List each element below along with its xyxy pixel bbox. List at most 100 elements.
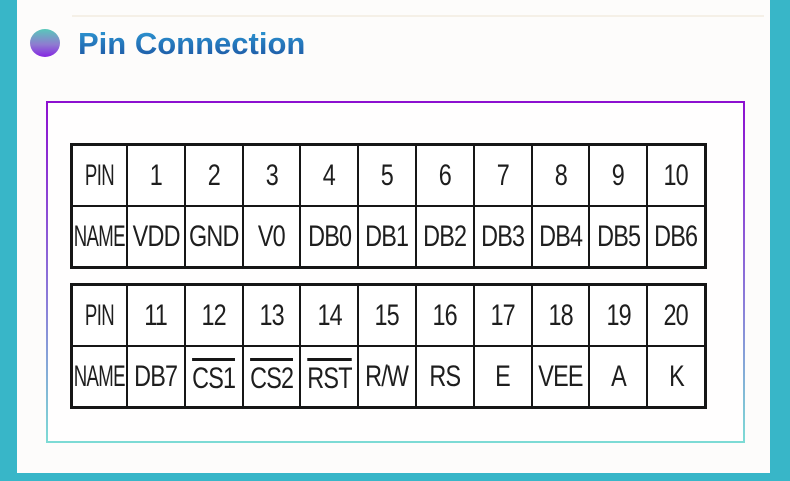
pin-header-label: PIN [84, 299, 115, 332]
pin-number: 10 [663, 159, 689, 192]
pin-name-cell: DB2 [414, 207, 473, 266]
pin-number: 16 [432, 299, 458, 332]
pin-row: PIN 1 2 3 4 5 6 7 8 9 10 [73, 146, 704, 205]
pin-name-cell: DB7 [126, 347, 184, 406]
name-header-cell: NAME [73, 347, 126, 406]
pin-number-cell: 7 [472, 146, 531, 205]
pin-row: PIN 11 12 13 14 15 16 17 18 19 20 [73, 286, 704, 345]
pin-number: 15 [374, 299, 400, 332]
pin-number: 2 [207, 159, 221, 192]
pin-name: E [495, 360, 511, 393]
pin-number: 20 [663, 299, 689, 332]
pin-name-cell: K [646, 347, 704, 406]
pin-number: 17 [490, 299, 515, 332]
pin-name-cell: VDD [126, 207, 184, 266]
pin-name: CS1 [192, 358, 236, 395]
pin-number: 14 [317, 299, 342, 332]
pin-number-cell: 8 [530, 146, 589, 205]
pin-name: DB3 [481, 220, 525, 253]
pin-name: DB7 [134, 360, 178, 393]
pin-name-cell: E [472, 347, 531, 406]
pin-header-cell: PIN [73, 286, 126, 345]
pin-number-cell: 15 [357, 286, 415, 345]
pin-number-cell: 12 [183, 286, 242, 345]
pin-name-cell: VEE [530, 347, 589, 406]
pin-name: K [668, 360, 685, 393]
pin-name: V0 [257, 220, 286, 253]
name-header-label: NAME [73, 220, 126, 253]
pin-number-cell: 14 [299, 286, 357, 345]
pin-number-cell: 6 [414, 146, 473, 205]
pin-name: R/W [365, 360, 410, 393]
pin-name: DB4 [538, 220, 583, 253]
pin-name: DB2 [423, 220, 467, 253]
pin-number-cell: 17 [472, 286, 531, 345]
page-title: Pin Connection [78, 26, 306, 61]
pin-name-cell: R/W [357, 347, 415, 406]
pin-number-cell: 3 [241, 146, 300, 205]
pin-number: 8 [554, 159, 567, 192]
pin-name: GND [188, 220, 239, 253]
pin-name-cell: RS [414, 347, 473, 406]
pin-number: 6 [438, 159, 452, 192]
pin-header-cell: PIN [73, 146, 126, 205]
pin-number: 4 [323, 159, 336, 192]
pin-number-cell: 2 [183, 146, 242, 205]
pin-name-cell: V0 [241, 207, 300, 266]
pin-number: 18 [548, 299, 573, 332]
pin-name: CS2 [249, 358, 294, 395]
pin-name: DB1 [365, 220, 409, 253]
pin-number-cell: 5 [357, 146, 415, 205]
pin-number-cell: 1 [126, 146, 184, 205]
pin-name: DB5 [596, 220, 641, 253]
pin-number-cell: 4 [299, 146, 357, 205]
pin-number: 3 [265, 159, 278, 192]
pin-number-cell: 18 [530, 286, 589, 345]
section-header: Pin Connection [0, 0, 790, 90]
pin-name-cell: DB6 [646, 207, 704, 266]
pin-name-cell: DB0 [299, 207, 357, 266]
pin-name-cell: DB5 [588, 207, 646, 266]
pin-number: 12 [201, 299, 226, 332]
pin-name-cell: A [588, 347, 646, 406]
gradient-dot-icon [30, 29, 60, 57]
pin-name-cell: CS1 [183, 347, 242, 406]
pin-name-cell: RST [299, 347, 357, 406]
pin-name: RS [429, 360, 461, 393]
pin-number-cell: 10 [646, 146, 704, 205]
pin-name-cell: GND [183, 207, 242, 266]
pin-number-cell: 11 [126, 286, 184, 345]
top-hairline [72, 15, 764, 17]
pin-number: 19 [606, 299, 631, 332]
frame-right-bar [770, 0, 790, 481]
pin-name: A [610, 360, 627, 393]
pin-number: 9 [612, 159, 625, 192]
pin-name: DB6 [654, 220, 698, 253]
pin-name: VEE [538, 360, 583, 393]
name-header-cell: NAME [73, 207, 126, 266]
pin-number-cell: 19 [588, 286, 646, 345]
name-header-label: NAME [73, 360, 126, 393]
pin-number-cell: 13 [241, 286, 300, 345]
pin-number: 7 [496, 159, 510, 192]
pin-number: 1 [149, 159, 163, 192]
pin-name-cell: DB3 [472, 207, 531, 266]
pin-number-cell: 16 [414, 286, 473, 345]
pin-name: DB0 [307, 220, 352, 253]
pin-number-cell: 9 [588, 146, 646, 205]
pin-name: RST [307, 358, 352, 395]
pin-name-cell: CS2 [241, 347, 300, 406]
pin-name-cell: DB4 [530, 207, 589, 266]
pin-number: 13 [259, 299, 284, 332]
frame-bottom-bar [0, 473, 790, 481]
pin-number: 11 [144, 299, 169, 332]
pin-number-cell: 20 [646, 286, 704, 345]
pin-name: VDD [132, 220, 180, 253]
pin-number: 5 [380, 159, 394, 192]
